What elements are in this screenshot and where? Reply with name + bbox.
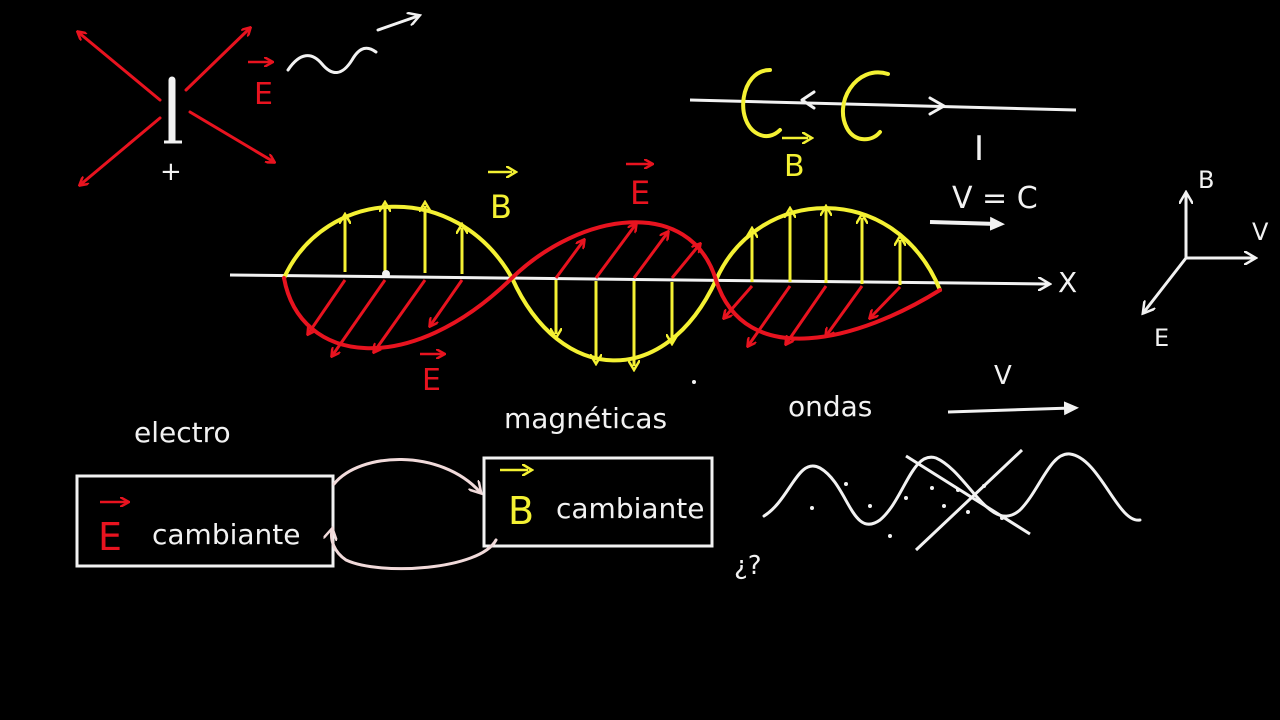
word-magneticas: magnéticas [504, 402, 667, 435]
speed-equation: V = C [952, 181, 1038, 216]
box-e-cambiante: E cambiante [75, 474, 335, 568]
field-arrow-down-left [80, 116, 162, 185]
plus-sign: + [160, 157, 182, 187]
e-arrow [430, 279, 464, 326]
e-label-top: E [248, 62, 273, 112]
loop-arrow-top [332, 458, 480, 492]
b-label-wave: B [490, 188, 512, 226]
axis-triad: B V E [1144, 166, 1269, 352]
e-arrow [670, 244, 700, 279]
e-field-wave [282, 220, 942, 351]
axis-label-v: V [1252, 218, 1269, 246]
dot [966, 510, 970, 514]
wire-arrow-left [800, 90, 816, 110]
speed-arrow [929, 216, 1005, 231]
dot [868, 504, 872, 508]
radiated-wave [286, 46, 378, 74]
waves-sketch: ¿? [734, 448, 1142, 581]
word-electro: electro [134, 416, 231, 449]
e-label-wave-bottom: E [422, 363, 441, 398]
dot [810, 506, 814, 510]
e-arrow [724, 285, 754, 318]
dot [956, 488, 960, 492]
current-label: I [974, 129, 984, 169]
e-symbol: E [254, 77, 273, 112]
e-arrow [632, 232, 668, 279]
box-b-frame [482, 456, 714, 548]
field-arrow-up-left [78, 32, 162, 102]
cross-line-1 [905, 454, 1031, 536]
dot [930, 486, 934, 490]
wave-direction-arrow [376, 16, 418, 32]
current-wire-sketch: B I [689, 68, 1077, 184]
e-arrow [332, 279, 387, 356]
e-arrow [554, 240, 584, 279]
wire-line [689, 98, 1077, 112]
word-ondas: ondas [788, 390, 872, 423]
axis-label-e: E [1154, 324, 1169, 352]
e-arrow [308, 279, 347, 334]
velocity-arrow [947, 401, 1079, 416]
e-arrow [826, 285, 864, 336]
e-arrow [786, 285, 828, 344]
axis-label-b: B [1198, 166, 1214, 194]
field-arrow-up-right [184, 28, 250, 92]
box-e-symbol: E [98, 515, 122, 559]
dot [844, 482, 848, 486]
e-field-arrows [308, 224, 902, 356]
box-e-text: cambiante [152, 518, 301, 551]
b-loop-2 [841, 70, 890, 142]
dot [904, 496, 908, 500]
cross-line-2 [914, 448, 1024, 552]
dot [888, 534, 892, 538]
e-arrow [748, 285, 792, 346]
loop-arrow-bottom [332, 530, 498, 571]
b-label-top: B [784, 149, 805, 184]
b-loop-1 [741, 68, 782, 139]
box-b-cambiante: B cambiante [482, 456, 714, 548]
wire-arrow-right [928, 96, 946, 116]
box-e-frame [75, 474, 335, 568]
question-marks: ¿? [734, 551, 762, 581]
e-axis [1144, 257, 1188, 312]
x-axis-label: X [1058, 266, 1077, 299]
em-wave-diagram: X [229, 164, 1077, 398]
e-arrow [870, 285, 902, 318]
b-field-arrows [345, 206, 900, 366]
e-arrow [594, 224, 636, 279]
field-arrow-down-right [188, 110, 274, 162]
dot [1000, 516, 1004, 520]
dot [982, 484, 986, 488]
x-axis-line [229, 273, 1048, 284]
e-arrow [374, 279, 427, 352]
origin-dot [382, 270, 390, 278]
velocity-label: V [994, 361, 1012, 391]
sine-wave [762, 452, 1142, 526]
e-label-wave-top: E [630, 174, 650, 212]
dipole-sketch: + [78, 28, 274, 187]
scatter-dots [810, 482, 1004, 538]
dot [942, 504, 946, 508]
box-b-text: cambiante [556, 492, 705, 525]
stray-dot [692, 380, 696, 384]
box-b-symbol: B [508, 489, 534, 533]
